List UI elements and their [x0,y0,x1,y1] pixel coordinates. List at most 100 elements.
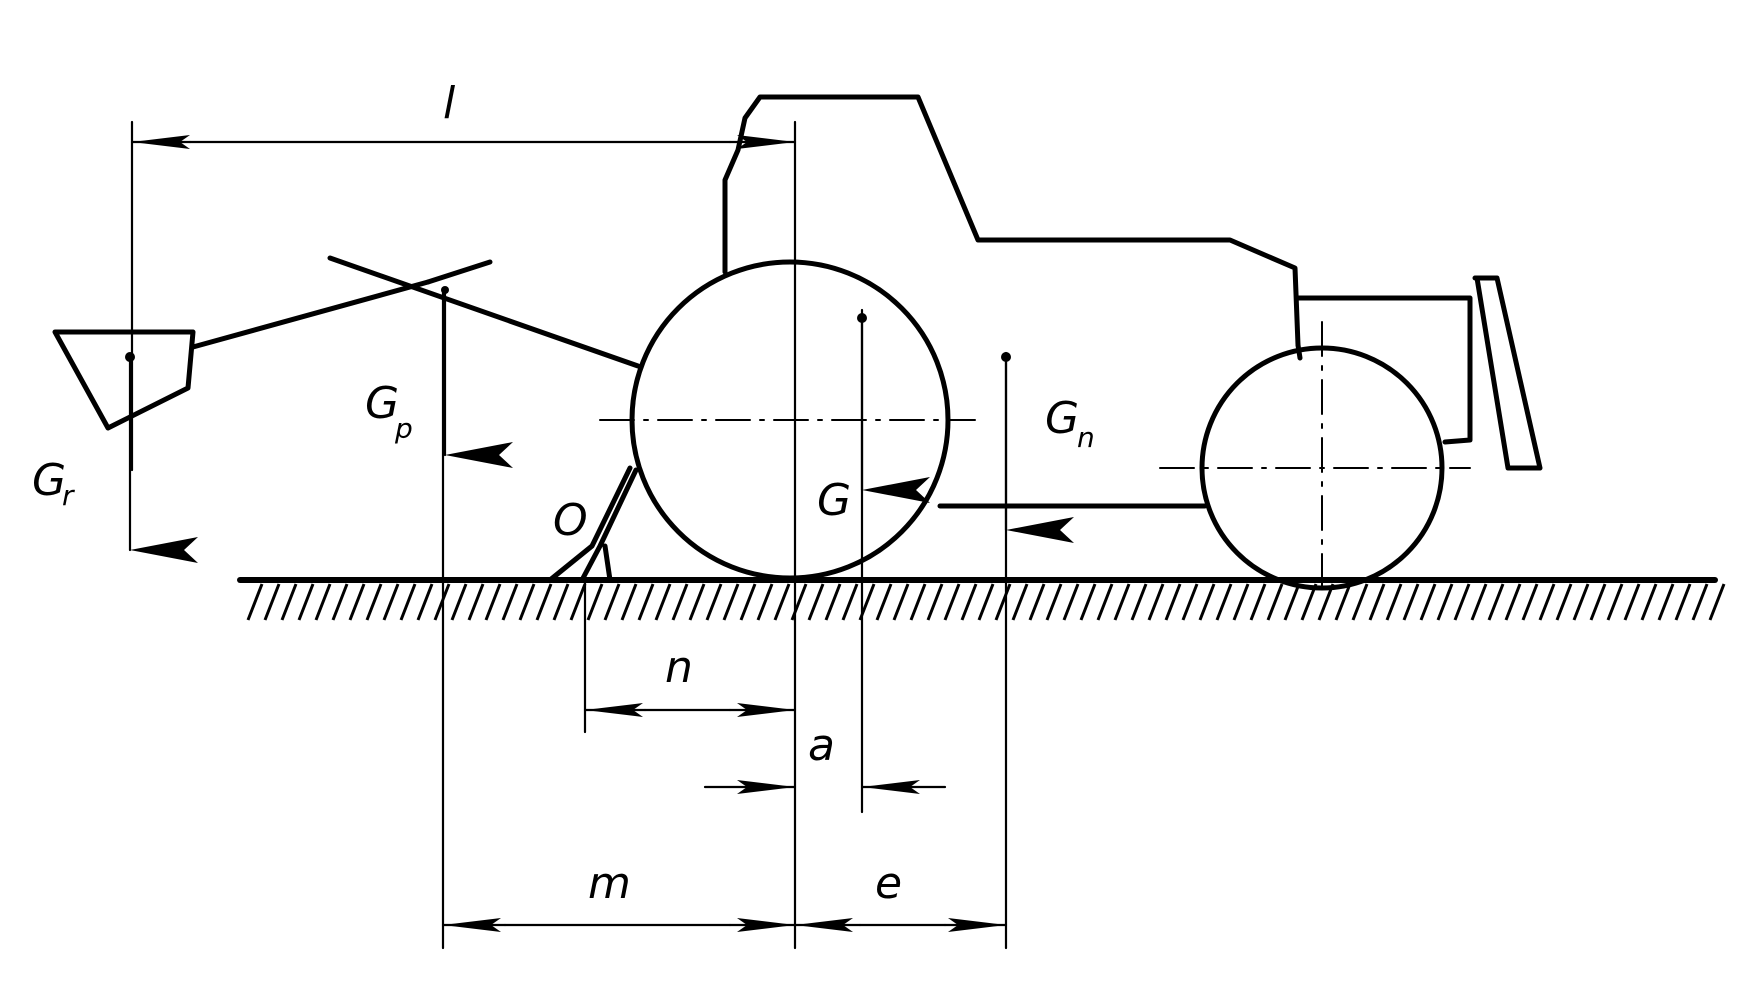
hatch-stroke [501,583,519,621]
engine-hood [1295,295,1473,445]
hatch-stroke [960,583,978,621]
hatch-stroke [348,583,366,621]
hatch-stroke [1130,583,1148,621]
hatch-stroke [535,583,553,621]
rear-implement [52,255,641,431]
hatch-stroke [1011,583,1029,621]
hatch-stroke [569,583,587,621]
hatch-stroke [1453,583,1471,621]
front-counterweight [1472,275,1543,471]
hatch-stroke [1419,583,1437,621]
hatch-stroke [1708,583,1726,621]
hatch-stroke [977,583,995,621]
labels: l G r G p G G n O n a m e [32,78,1095,909]
hatch-stroke [1215,583,1233,621]
label-l: l [443,78,456,129]
hatch-stroke [416,583,434,621]
hatch-stroke [756,583,774,621]
hatch-stroke [824,583,842,621]
hatch-stroke [1640,583,1658,621]
hatch-stroke [943,583,961,621]
hatch-stroke [1504,583,1522,621]
hatch-stroke [552,583,570,621]
hitch-link [327,255,641,369]
label-Gn-sub: n [1077,421,1095,454]
hatch-stroke [1521,583,1539,621]
hatch-stroke [1674,583,1692,621]
hatch-stroke [892,583,910,621]
hitch-bar-upper [425,259,493,285]
hatch-stroke [875,583,893,621]
force-Gn-origin [1001,352,1011,362]
hatch-stroke [1368,583,1386,621]
hatch-stroke [994,583,1012,621]
hatch-stroke [603,583,621,621]
hatch-stroke [314,583,332,621]
hatch-stroke [841,583,859,621]
hatch-stroke [1045,583,1063,621]
hatch-stroke [1096,583,1114,621]
hatch-stroke [1181,583,1199,621]
hatch-stroke [1266,583,1284,621]
hatch-stroke [1232,583,1250,621]
hatch-stroke [399,583,417,621]
hatch-stroke [280,583,298,621]
ground [237,577,1726,621]
ground-hatching [246,583,1726,621]
label-Gp: G [365,378,399,429]
dimension-lines [130,135,1008,932]
tractor-body [722,94,1543,509]
label-Gn: G [1045,393,1079,444]
hatch-stroke [518,583,536,621]
hatch-stroke [1470,583,1488,621]
hatch-stroke [1385,583,1403,621]
hatch-stroke [671,583,689,621]
hatch-stroke [1334,583,1352,621]
hatch-stroke [807,583,825,621]
label-Gp-sub: p [394,412,413,445]
hatch-stroke [1487,583,1505,621]
hatch-stroke [909,583,927,621]
label-Gr-sub: r [62,479,75,512]
hatch-stroke [1657,583,1675,621]
hatch-stroke [450,583,468,621]
hatch-stroke [297,583,315,621]
hatch-stroke [382,583,400,621]
hatch-stroke [586,583,604,621]
hatch-stroke [1691,583,1709,621]
implement-frame [52,329,196,431]
hatch-stroke [1198,583,1216,621]
label-e: e [875,858,902,909]
rear-wheel [599,259,976,581]
hatch-stroke [263,583,281,621]
hatch-stroke [722,583,740,621]
hatch-stroke [1402,583,1420,621]
cab-outline [722,94,1301,348]
hatch-stroke [620,583,638,621]
label-O: O [553,495,588,546]
hatch-stroke [1436,583,1454,621]
hatch-stroke [926,583,944,621]
front-wheel [1159,321,1471,593]
hatch-stroke [688,583,706,621]
label-a: a [808,720,835,771]
hatch-stroke [1572,583,1590,621]
force-G-origin [857,313,867,323]
hatch-stroke [773,583,791,621]
hatch-stroke [484,583,502,621]
hatch-stroke [1079,583,1097,621]
hatch-stroke [331,583,349,621]
hatch-stroke [467,583,485,621]
hitch-bar [190,279,431,350]
hatch-stroke [637,583,655,621]
hatch-stroke [1589,583,1607,621]
hatch-stroke [365,583,383,621]
hatch-stroke [1028,583,1046,621]
support-leg-outline [547,465,639,583]
support-leg [547,465,639,583]
hatch-stroke [1606,583,1624,621]
hatch-stroke [739,583,757,621]
hatch-stroke [1164,583,1182,621]
hatch-stroke [1351,583,1369,621]
